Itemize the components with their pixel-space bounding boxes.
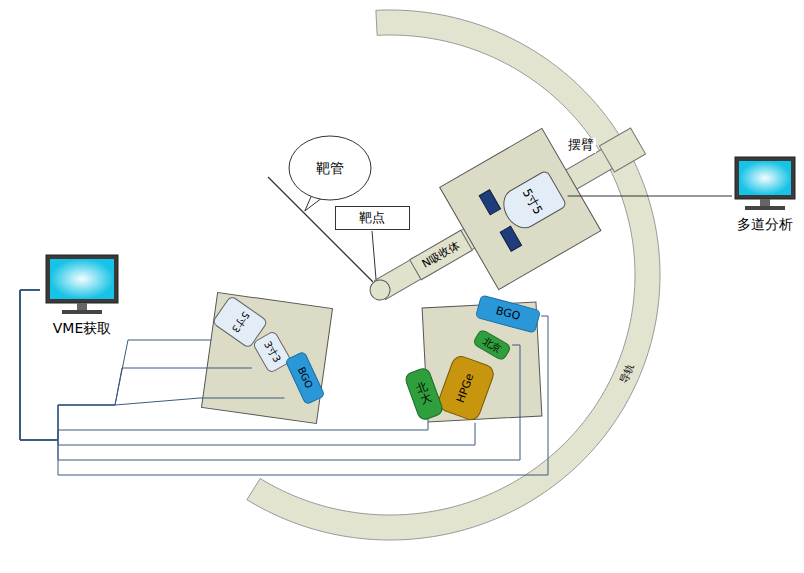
signal-cable [20, 290, 211, 440]
monitor-shape [734, 156, 796, 214]
leader-line [372, 231, 376, 279]
node-label: BGO [295, 365, 315, 390]
monitor-shape [45, 254, 119, 318]
monitor-base [745, 206, 785, 210]
signal-cable [20, 290, 548, 475]
target-point-box: 靶点 [335, 206, 410, 230]
node-label: 多道分析 [737, 216, 793, 232]
callout-bubble: 靶管 [288, 135, 372, 201]
absorber-block: N吸收体 [409, 230, 473, 281]
signal-cable [20, 290, 428, 440]
signal-cable [20, 290, 520, 460]
target-chamber [366, 276, 393, 303]
node-label: 靶管 [316, 160, 344, 176]
signal-cable [20, 290, 252, 440]
node-label: 靶点 [359, 211, 385, 226]
arm-platform [440, 128, 601, 289]
arm-slider [599, 128, 645, 172]
monitor-screen [50, 259, 114, 299]
detector-platform [422, 302, 542, 422]
collimator-block [479, 190, 500, 215]
node-label: 北大 [415, 381, 434, 407]
monitor-icon: VME获取 [40, 254, 124, 337]
signal-cable [568, 196, 732, 197]
node-label: HPGe [455, 372, 477, 405]
target-tube [268, 177, 373, 282]
node-label: 3寸3 [261, 339, 282, 364]
node-label: BGO [495, 305, 522, 324]
bubble-outline [289, 136, 371, 200]
detector-platform [201, 292, 332, 423]
monitor-frame [46, 255, 118, 303]
node-label: N吸收体 [420, 239, 462, 271]
signal-cable [20, 290, 475, 445]
signal-cable [20, 290, 284, 440]
part-label: 摆臂 [566, 138, 596, 153]
monitor-base [62, 310, 102, 314]
node-label: 5寸5 [519, 187, 545, 218]
monitor-neck [77, 303, 87, 310]
node-label: VME获取 [53, 320, 112, 336]
collimator-block [500, 226, 521, 251]
monitor-icon: 多道分析 [732, 156, 798, 233]
monitor-screen [739, 161, 791, 195]
node-label: 导轨 [618, 362, 636, 385]
monitor-neck [760, 199, 770, 206]
node-label: 5寸3 [229, 309, 251, 334]
monitor-frame [735, 157, 795, 199]
